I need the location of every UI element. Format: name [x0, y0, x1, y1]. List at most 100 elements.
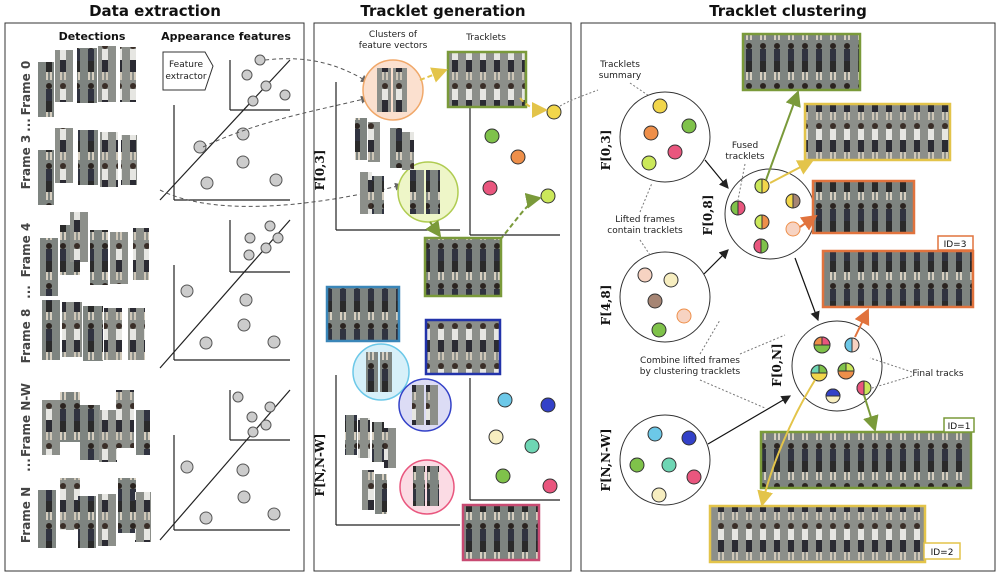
f-n-nw-axis-label: F[N,N-W] — [313, 433, 327, 496]
frame-labels: Frame 0 ... Frame 3 Frame 4 ... Frame 8 … — [19, 61, 33, 543]
frame-ellipsis-label: ... — [19, 118, 33, 132]
summary-dot-green — [629, 457, 645, 473]
detection-crop — [80, 405, 100, 460]
detection-crop — [38, 62, 54, 117]
fused-tracklets-label-line2: tracklets — [725, 152, 764, 162]
detection-crop — [121, 135, 137, 185]
detection-crop — [345, 415, 357, 455]
final-dot-part — [825, 388, 841, 397]
id1-tag — [943, 417, 975, 433]
summary-dot-peach — [676, 308, 692, 324]
tracklet-dot-cyan — [497, 392, 513, 408]
final-dot-part — [837, 362, 847, 372]
detection-crop — [368, 122, 380, 162]
dot-to-tile-connector — [765, 90, 801, 181]
id2-tag — [923, 542, 961, 560]
feature-point — [246, 411, 258, 423]
tracklet-tile-pink — [461, 503, 541, 562]
detection-crop — [362, 470, 374, 510]
clustered-tracklet-tile-orange — [811, 179, 916, 235]
track-tile-id2 — [708, 504, 927, 564]
detection-crop — [38, 150, 54, 205]
clustered-tracklet-tile-green — [741, 32, 862, 92]
detection-crop — [42, 300, 60, 360]
tracklet-tile-navy — [424, 318, 502, 376]
lifted-frames-label-line2: contain tracklets — [607, 226, 683, 236]
dot-to-tile-connector — [757, 379, 816, 507]
final-dot-part — [813, 336, 823, 346]
detection-crop — [355, 118, 367, 160]
detection-crop — [120, 47, 136, 102]
feature-point — [241, 69, 253, 81]
frame-0-label: Frame 0 — [19, 61, 33, 116]
summary-dot-green — [651, 322, 667, 338]
tracklets-label: Tracklets — [465, 33, 506, 43]
detection-crop — [360, 172, 372, 214]
fused-dot-half — [754, 214, 763, 230]
f-0-8-label: F[0,8] — [701, 195, 715, 236]
final-dot-part — [810, 364, 820, 374]
detection-crop — [70, 212, 88, 262]
detection-crop — [60, 478, 80, 530]
fused-dots-f08 — [730, 178, 801, 254]
tracklet-dot-pink — [482, 180, 498, 196]
feature-points-3 — [180, 391, 281, 525]
track-tile-id1 — [759, 430, 973, 490]
final-tracks-pointer — [871, 375, 913, 389]
feature-space-axes-2 — [159, 219, 291, 369]
feature-point — [236, 127, 250, 141]
feature-points-1 — [193, 54, 291, 190]
feature-extractor-box — [162, 51, 214, 91]
track-tile-id3 — [821, 249, 975, 309]
feature-point — [244, 232, 256, 244]
detection-crop — [110, 232, 128, 284]
tracklet-dot-mint — [524, 438, 540, 454]
clustered-tracklet-tile-yellow — [803, 102, 952, 162]
tracklet-dot-green — [484, 128, 500, 144]
cluster-crop — [426, 170, 440, 214]
fused-dot-half — [754, 178, 763, 194]
detection-crop — [136, 410, 150, 455]
tracklet-dot-green — [495, 468, 511, 484]
tracklet-tile-olive — [423, 236, 503, 298]
feature-point — [267, 507, 281, 521]
feature-point — [247, 95, 259, 107]
detection-crop — [390, 128, 402, 168]
final-dot-part — [856, 380, 865, 396]
detection-crop — [358, 418, 370, 458]
feature-point — [237, 318, 251, 332]
combine-label-line2: by clustering tracklets — [640, 367, 741, 377]
feature-point — [193, 140, 207, 154]
clusters-label-line2: feature vectors — [359, 41, 428, 51]
cluster-crop — [380, 352, 392, 392]
summary-dot-yellow — [652, 98, 668, 114]
feature-point — [272, 232, 284, 244]
cluster-to-tracklet-arrow — [425, 219, 442, 238]
id1-tag-text: ID=1 — [948, 422, 971, 432]
detection-crop — [118, 478, 136, 533]
lifted-frames-label-line1: Lifted frames — [615, 215, 675, 225]
clustering-flow-arrows — [703, 159, 820, 445]
feature-point — [236, 463, 250, 477]
detection-crop — [60, 392, 80, 442]
dot-to-tile-connector — [799, 214, 818, 231]
tracklet-dot-yellow — [546, 104, 562, 120]
fused-dot-half — [730, 200, 739, 216]
dot-to-summary-link — [559, 89, 599, 107]
feature-point — [239, 293, 253, 307]
f-n-nw-label: F[N,N-W] — [599, 428, 613, 491]
combine-pointer — [699, 319, 721, 355]
feature-point — [269, 173, 283, 187]
fused-dot-half — [785, 193, 794, 209]
detection-crop — [42, 400, 60, 455]
detection-crop — [100, 132, 118, 187]
detection-crop — [98, 494, 116, 546]
detection-crop — [98, 46, 116, 102]
summary-dot-mint — [661, 457, 677, 473]
summary-dot-navy — [681, 430, 697, 446]
tracklet-dot-cream — [488, 429, 504, 445]
summary-dot-pink — [686, 469, 702, 485]
cluster-to-tracklet-arrow — [419, 67, 448, 83]
feature-point — [180, 284, 194, 298]
